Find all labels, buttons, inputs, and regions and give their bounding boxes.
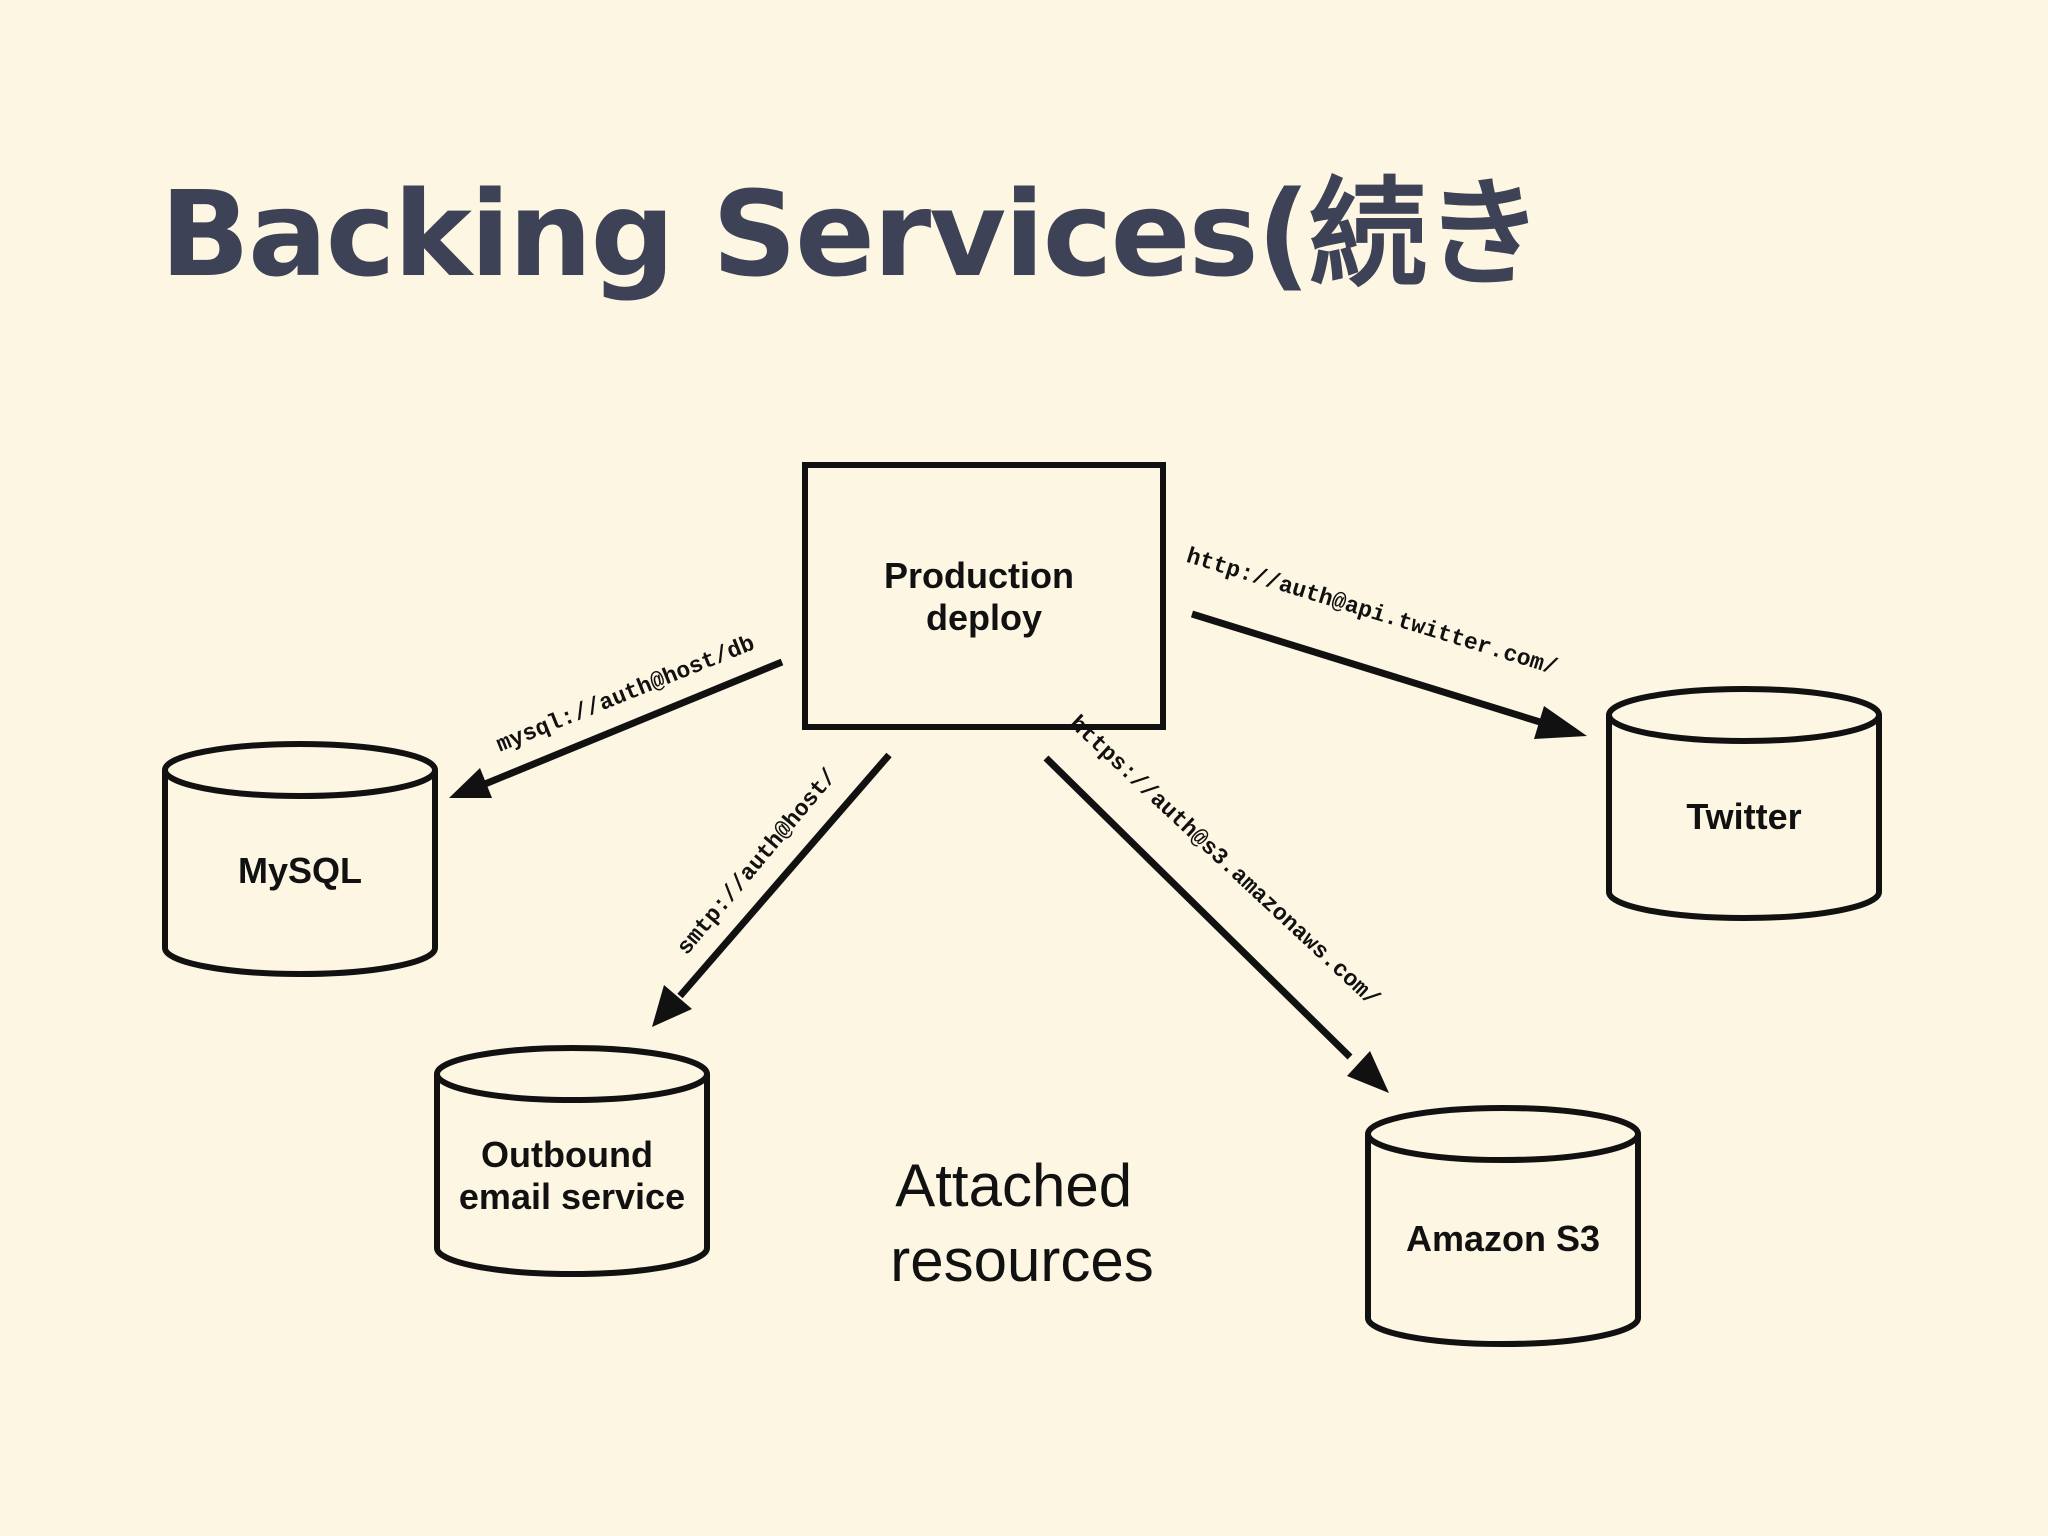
slide-title: Backing Services(続き — [160, 165, 1543, 303]
edge-label-mysql: mysql://auth@host/db — [493, 631, 759, 759]
edge-label-twitter: http://auth@api.twitter.com/ — [1183, 543, 1560, 681]
mysql-resource-node: MySQL — [162, 741, 438, 977]
edge-to-email — [652, 752, 892, 1027]
twitter-resource-node: Twitter — [1606, 686, 1882, 921]
edge-to-mysql — [449, 658, 784, 798]
edge-to-s3 — [1043, 755, 1389, 1093]
svg-text:Attached resources: Attached resources — [890, 1152, 1153, 1294]
production-deploy-label-line-1: Production — [884, 555, 1074, 596]
edge-label-s3: https://auth@s3.amazonaws.com/ — [1064, 711, 1385, 1012]
s3-resource-node: Amazon S3 — [1365, 1105, 1641, 1347]
production-deploy-label-line-2: deploy — [926, 597, 1042, 638]
s3-resource-label: Amazon S3 — [1406, 1218, 1600, 1259]
edge-label-email: smtp://auth@host/ — [672, 764, 843, 960]
svg-text:Production deploy: Production deploy — [884, 555, 1084, 638]
mysql-resource-label: MySQL — [238, 850, 362, 891]
email-resource-label-line-1: Outbound — [481, 1134, 653, 1175]
svg-text:Outbound email service: Outbound email service — [459, 1134, 685, 1217]
email-resource-node: Outbound email service — [434, 1045, 710, 1277]
caption-line-1: Attached — [895, 1152, 1132, 1219]
twitter-resource-label: Twitter — [1686, 796, 1801, 837]
caption-line-2: resources — [890, 1227, 1153, 1294]
production-deploy-node: Production deploy — [802, 462, 1166, 730]
email-resource-label-line-2: email service — [459, 1176, 685, 1217]
edge-to-twitter — [1190, 610, 1587, 739]
